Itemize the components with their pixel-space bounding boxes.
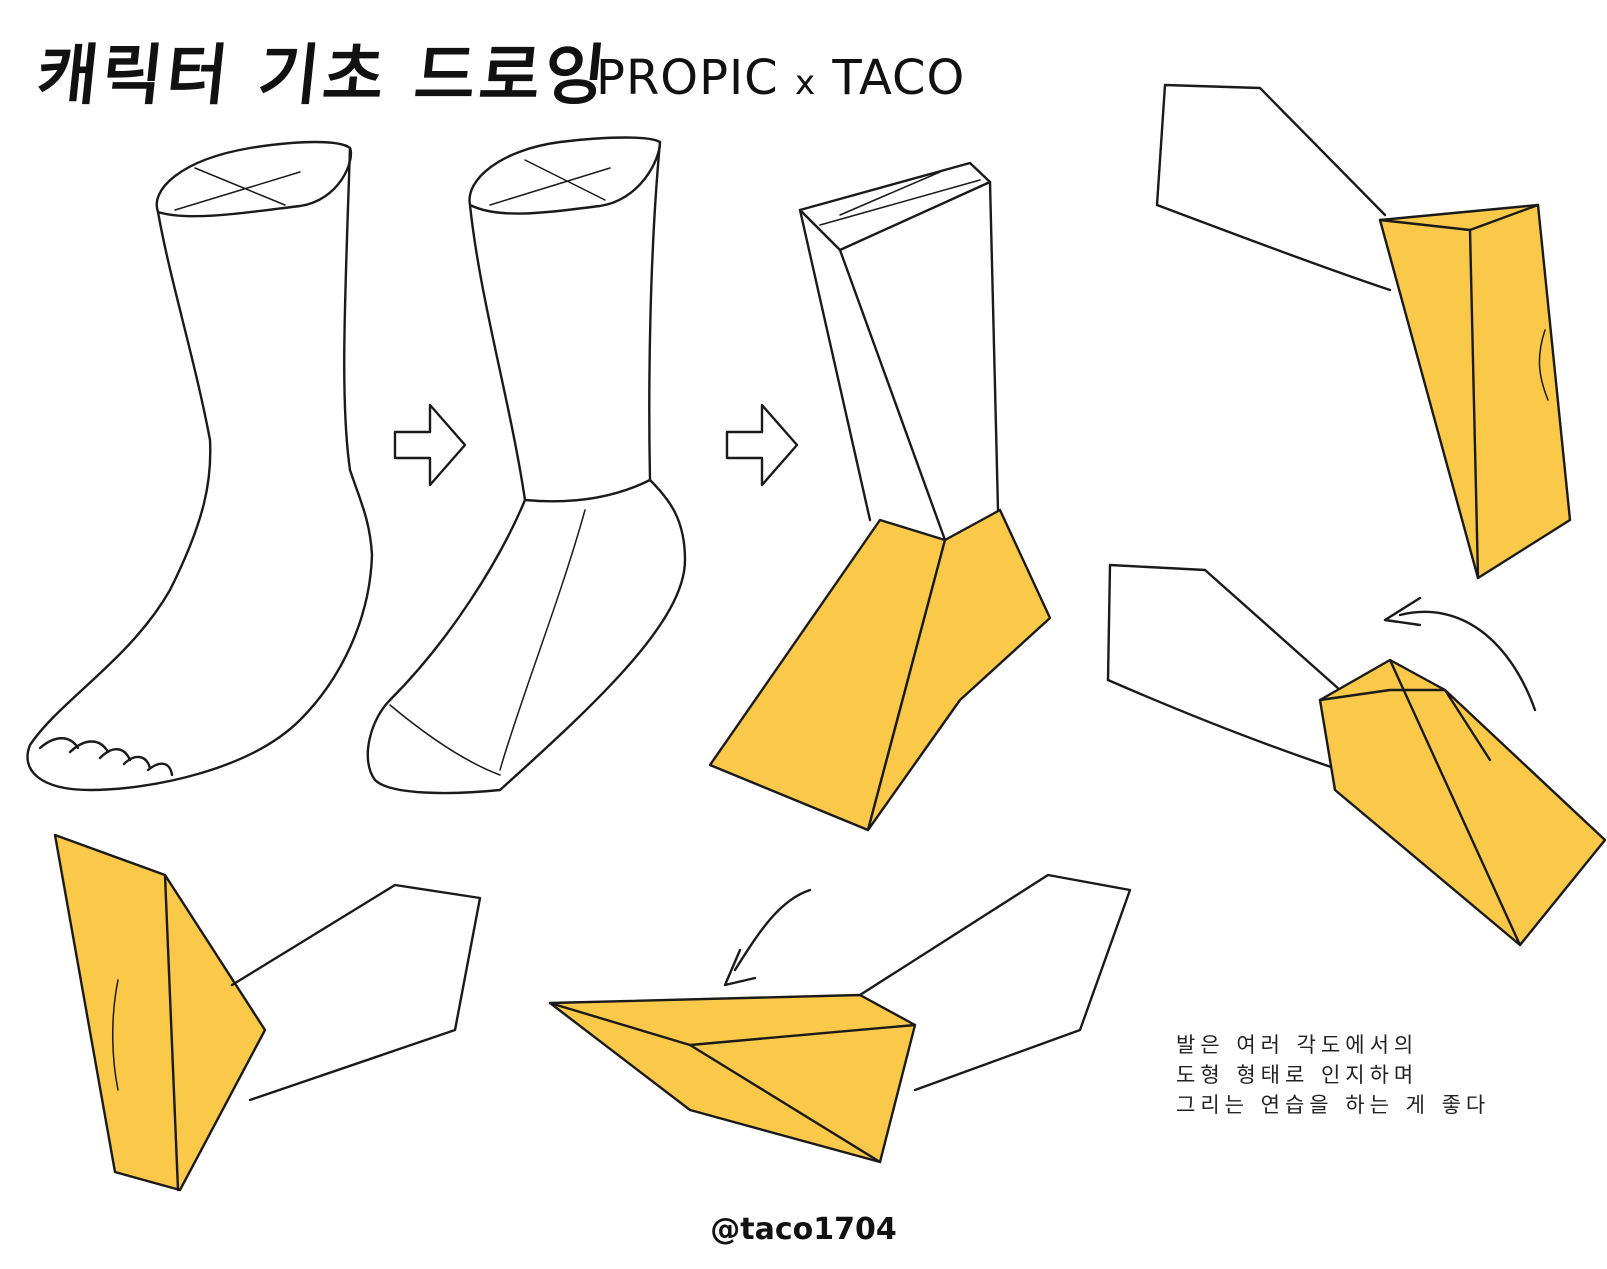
foot-box-side-mid	[1106, 563, 1607, 947]
note-line: 도형 형태로 인지하며	[1176, 1063, 1419, 1087]
title-credit: PROPIC x TACO	[596, 50, 965, 106]
credit-propic: PROPIC	[596, 50, 779, 106]
credit-separator: x	[794, 63, 817, 103]
note-line: 발은 여러 각도에서의	[1176, 1033, 1419, 1057]
foot-sketch-simplified	[366, 136, 687, 795]
foot-sketch-realistic	[26, 140, 374, 792]
curved-arrow-icon	[1398, 610, 1537, 712]
foot-box-front	[708, 161, 1052, 832]
author-handle: @taco1704	[710, 1212, 897, 1247]
foot-box-side-top	[1155, 83, 1572, 580]
credit-taco: TACO	[832, 50, 966, 106]
foot-box-back	[53, 833, 482, 1192]
arrow-right-icon	[725, 403, 799, 487]
curved-arrow-icon	[1383, 596, 1422, 627]
note-line: 그리는 연습을 하는 게 좋다	[1176, 1093, 1491, 1117]
foot-box-top-down	[548, 873, 1132, 1164]
arrow-right-icon	[393, 403, 467, 487]
